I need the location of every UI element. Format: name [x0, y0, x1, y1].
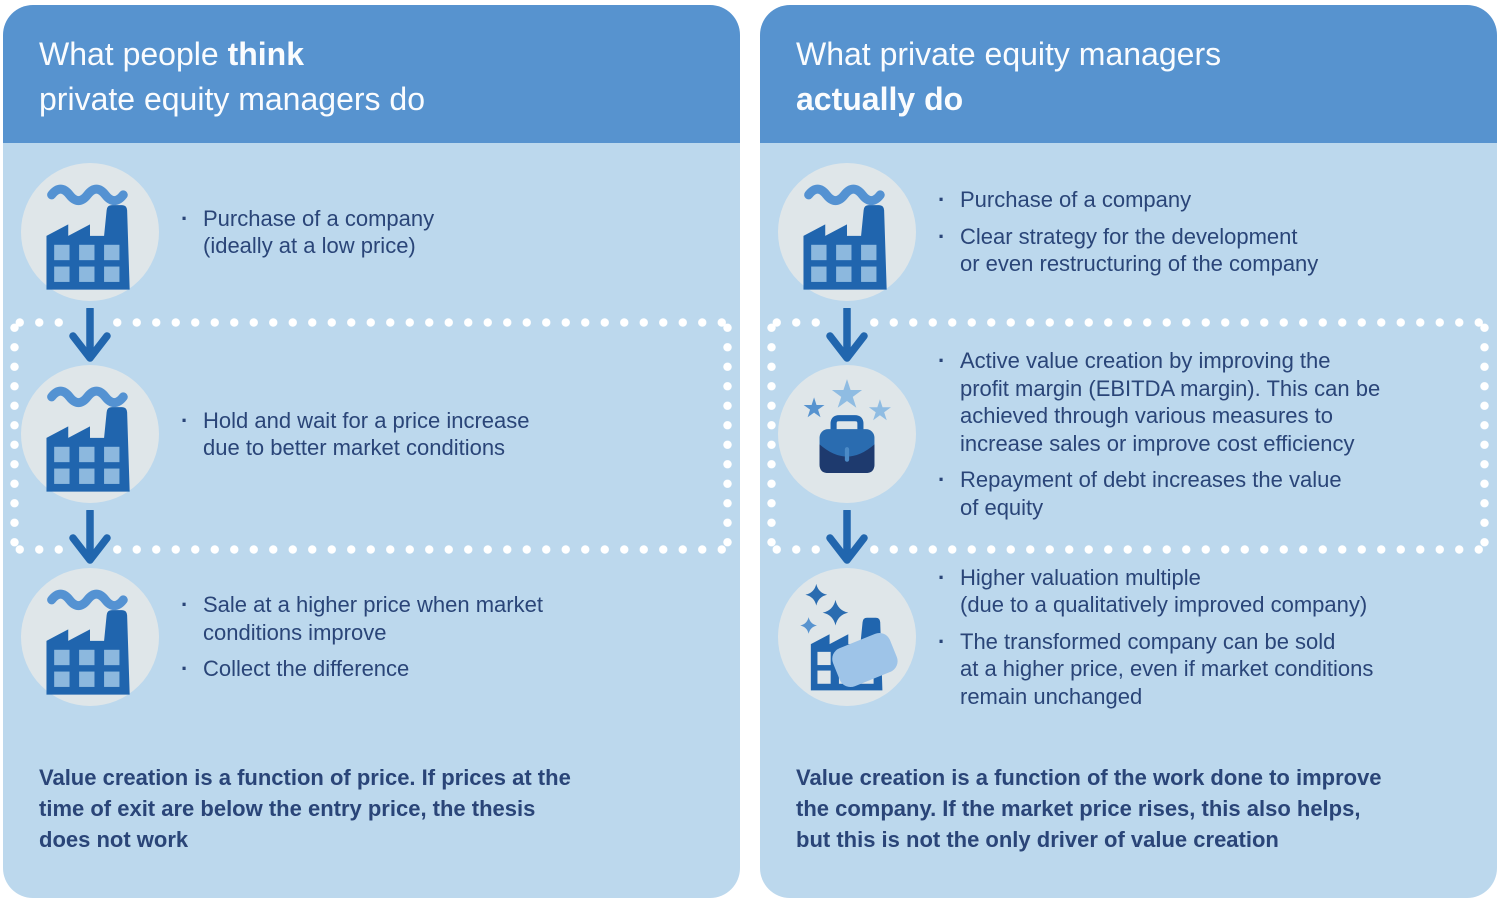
- step-text: ·Purchase of a company (ideally at a low…: [181, 205, 726, 260]
- right-summary-text: Value creation is a function of the work…: [796, 765, 1382, 852]
- step-sell-row: ·Sale at a higher price when market cond…: [21, 568, 726, 706]
- dotted-highlight-border: [10, 318, 732, 554]
- step-icon-circle: [21, 365, 159, 503]
- bullet-item: ·Higher valuation multiple (due to a qua…: [938, 564, 1368, 618]
- dotted-border-top: [767, 318, 1489, 327]
- dotted-border-right: [723, 318, 732, 554]
- step-icon-circle: [778, 568, 916, 706]
- factory-sparkle-tag-icon: [800, 583, 898, 691]
- panel-what-people-think: What people think private equity manager…: [3, 5, 740, 898]
- down-arrow-icon: [68, 510, 112, 566]
- left-panel-header: What people think private equity manager…: [3, 5, 740, 143]
- bullet-item: ·Active value creation by improving the …: [938, 348, 1381, 456]
- bullet-item: ·Hold and wait for a price increase due …: [181, 407, 530, 461]
- step-text: ·Purchase of a company ·Clear strategy f…: [938, 186, 1483, 278]
- left-panel-title-line2: private equity managers do: [39, 81, 425, 117]
- step-text: ·Hold and wait for a price increase due …: [181, 407, 726, 462]
- briefcase-stars-icon: [803, 379, 891, 474]
- factory-icon: [803, 184, 887, 290]
- step-exit-row: ·Higher valuation multiple (due to a qua…: [778, 565, 1483, 709]
- bullet-item: ·Purchase of a company: [938, 187, 1192, 213]
- step-buy-row: ·Purchase of a company ·Clear strategy f…: [778, 163, 1483, 301]
- bullet-item: ·Clear strategy for the development or e…: [938, 223, 1319, 277]
- factory-icon: [46, 589, 130, 695]
- step-text: ·Active value creation by improving the …: [938, 347, 1483, 521]
- right-panel-header: What private equity managers actually do: [760, 5, 1497, 143]
- step-icon-circle: [21, 568, 159, 706]
- step-improve-row: ·Active value creation by improving the …: [778, 348, 1483, 520]
- step-hold-row: ·Hold and wait for a price increase due …: [21, 365, 726, 503]
- dotted-border-left: [10, 318, 19, 554]
- down-arrow-icon: [825, 510, 869, 566]
- step-buy-row: ·Purchase of a company (ideally at a low…: [21, 163, 726, 301]
- dotted-border-bottom: [767, 545, 1489, 554]
- bullet-item: ·Sale at a higher price when market cond…: [181, 592, 543, 645]
- down-arrow-icon: [825, 308, 869, 364]
- left-summary-text: Value creation is a function of price. I…: [39, 765, 571, 852]
- step-text: ·Higher valuation multiple (due to a qua…: [938, 564, 1483, 711]
- down-arrow-icon: [68, 308, 112, 364]
- factory-icon: [46, 184, 130, 290]
- dotted-border-left: [767, 318, 776, 554]
- factory-icon: [46, 386, 130, 492]
- step-text: ·Sale at a higher price when market cond…: [181, 591, 726, 683]
- right-panel-title-line2: actually do: [796, 81, 964, 117]
- dotted-border-right: [1480, 318, 1489, 554]
- step-icon-circle: [778, 163, 916, 301]
- step-icon-circle: [21, 163, 159, 301]
- step-icon-circle: [778, 365, 916, 503]
- right-panel-title-line1: What private equity managers: [796, 36, 1222, 72]
- panel-what-pe-managers-actually-do: What private equity managers actually do…: [760, 5, 1497, 898]
- dotted-highlight-border: [767, 318, 1489, 554]
- dotted-border-top: [10, 318, 732, 327]
- bullet-item: ·Purchase of a company (ideally at a low…: [181, 205, 435, 259]
- bullet-item: ·The transformed company can be sold at …: [938, 628, 1374, 709]
- bullet-item: ·Repayment of debt increases the value o…: [938, 467, 1342, 520]
- bullet-item: ·Collect the difference: [181, 656, 410, 682]
- dotted-border-bottom: [10, 545, 732, 554]
- left-panel-title-line1: What people think: [39, 36, 304, 72]
